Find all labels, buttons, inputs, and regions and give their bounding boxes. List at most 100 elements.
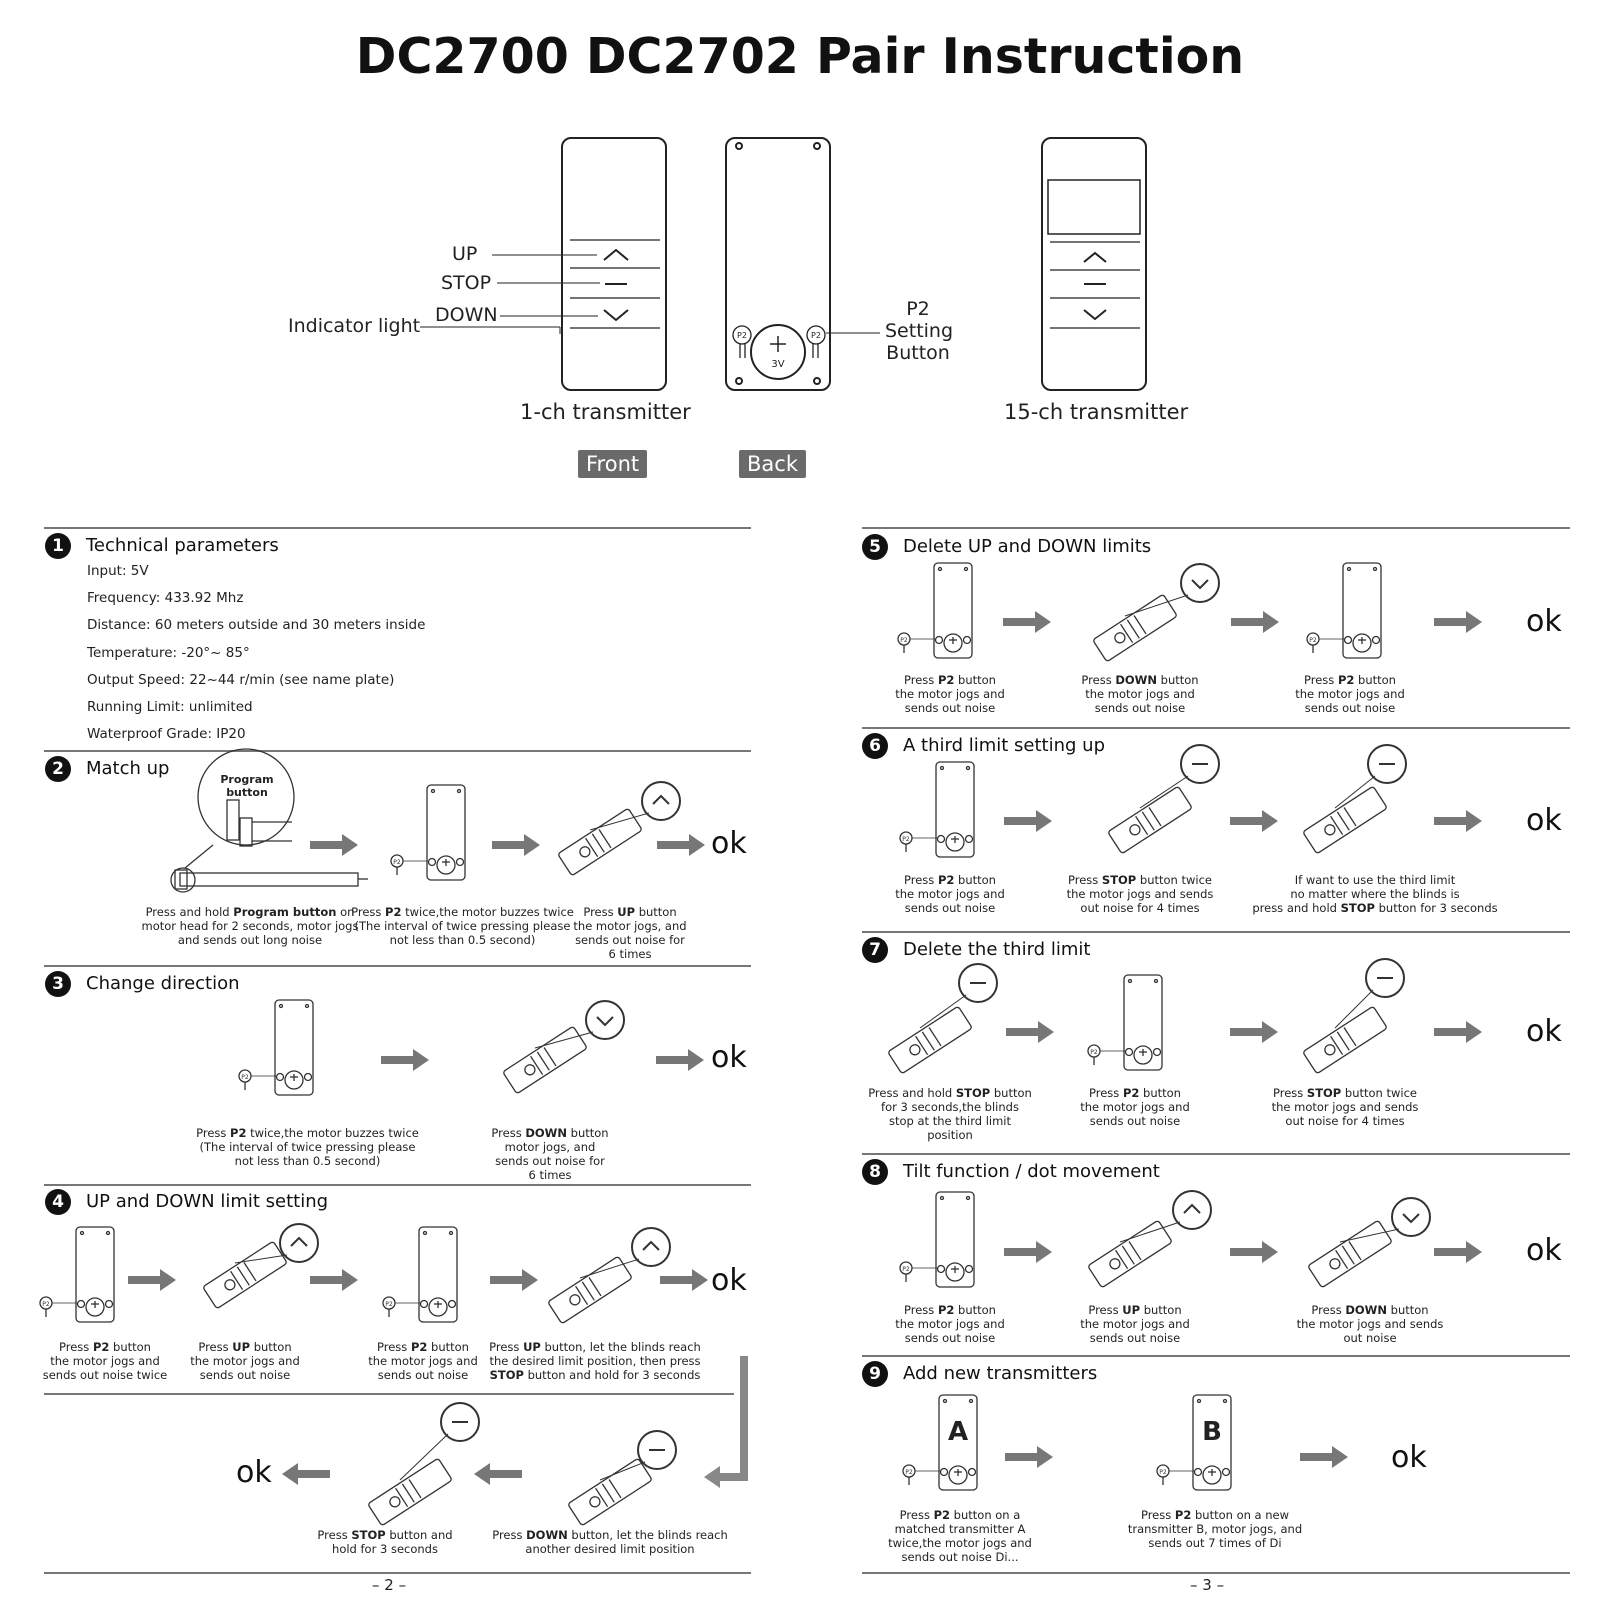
remote-hand-icon	[1088, 1190, 1212, 1288]
divider	[44, 1184, 751, 1186]
ok-label: ok	[1526, 604, 1562, 639]
p2-chip-right: P2	[811, 331, 821, 340]
arrow-right-icon	[1231, 611, 1279, 633]
p2-chip-label: P2	[241, 1074, 249, 1081]
one-ch-label: 1-ch transmitter	[520, 400, 691, 424]
step-caption: Press P2 button the motor jogs and sends…	[42, 1340, 168, 1382]
arrow-right-icon	[128, 1269, 176, 1291]
section-title: Delete UP and DOWN limits	[903, 536, 1152, 557]
step-caption: Press STOP button twice the motor jogs a…	[1271, 1086, 1419, 1128]
step-caption: Press UP button the motor jogs and sends…	[190, 1340, 300, 1382]
p2-chip-label: P2	[385, 1301, 393, 1308]
transmitter-a-letter: A	[947, 1417, 969, 1447]
section-title: Tilt function / dot movement	[903, 1161, 1160, 1182]
arrow-right-icon	[490, 1269, 538, 1291]
p2-chip-label: P2	[1159, 1469, 1167, 1476]
step-number: 8	[862, 1159, 888, 1185]
p2-chip-label: P2	[393, 859, 401, 866]
return-arrow-icon	[704, 1356, 748, 1488]
arrow-right-icon	[310, 1269, 358, 1291]
arrow-right-icon	[1003, 611, 1051, 633]
transmitter-diagram: 3V P2 P2	[420, 137, 1147, 391]
remote-back-icon: P2	[382, 1226, 458, 1323]
section-title: Change direction	[86, 973, 240, 994]
arrow-right-icon	[1004, 810, 1052, 832]
page-number-right: – 3 –	[1190, 1576, 1225, 1594]
step-number: 9	[862, 1361, 888, 1387]
arrow-right-icon	[1005, 1446, 1053, 1468]
remote-back-icon: P2	[899, 1191, 975, 1288]
step-caption: Press P2 twice,the motor buzzes twice (T…	[351, 905, 574, 947]
front-tag: Front	[578, 450, 648, 478]
arrow-right-icon	[492, 834, 540, 856]
arrow-right-icon	[1230, 1021, 1278, 1043]
remote-hand-icon	[368, 1402, 480, 1526]
arrow-right-icon	[1434, 810, 1482, 832]
step-caption: Press P2 twice,the motor buzzes twice (T…	[196, 1126, 419, 1168]
step-caption: Press DOWN button the motor jogs and sen…	[1081, 673, 1199, 715]
step-number: 7	[862, 937, 888, 963]
step-caption: Press DOWN button motor jogs, and sends …	[491, 1126, 609, 1182]
step-number: 1	[45, 533, 71, 559]
step-caption: Press P2 button the motor jogs and sends…	[368, 1340, 478, 1382]
arrow-right-icon	[660, 1269, 708, 1291]
step-caption: Press STOP button twice the motor jogs a…	[1066, 873, 1214, 915]
page-title: DC2700 DC2702 Pair Instruction	[355, 28, 1245, 85]
parameter-row: Frequency: 433.92 Mhz	[87, 590, 244, 607]
parameter-row: Waterproof Grade: IP20	[87, 726, 246, 743]
divider	[44, 1572, 751, 1574]
step-number: 4	[45, 1189, 71, 1215]
divider	[44, 965, 751, 967]
section-title: Technical parameters	[86, 535, 279, 556]
arrow-right-icon	[1006, 1021, 1054, 1043]
stop-label: STOP	[441, 272, 492, 294]
ok-label: ok	[1526, 803, 1562, 838]
arrow-right-icon	[1230, 1241, 1278, 1263]
divider	[862, 1572, 1570, 1574]
parameter-row: Distance: 60 meters outside and 30 meter…	[87, 617, 426, 634]
step-number: 6	[862, 733, 888, 759]
arrow-left-icon	[282, 1463, 330, 1485]
p2-chip-label: P2	[900, 637, 908, 644]
step-number: 3	[45, 971, 71, 997]
remote-back-icon: P2	[390, 784, 466, 881]
up-label: UP	[452, 243, 478, 265]
p2-chip-label: P2	[42, 1301, 50, 1308]
step-caption: Press STOP button and hold for 3 seconds	[317, 1528, 453, 1556]
p2-chip-label: P2	[1309, 637, 1317, 644]
ok-label: ok	[711, 826, 747, 861]
section-title: A third limit setting up	[903, 735, 1106, 756]
remote-hand-icon	[1308, 1197, 1431, 1288]
page-number-left: – 2 –	[372, 1576, 407, 1594]
step-caption: Press P2 button on a matched transmitter…	[888, 1508, 1032, 1564]
parameter-row: Temperature: -20°~ 85°	[87, 644, 250, 661]
step-caption: Press P2 button the motor jogs and sends…	[1295, 673, 1405, 715]
remote-a-icon: P2	[902, 1394, 978, 1491]
arrow-right-icon	[1300, 1446, 1348, 1468]
divider	[862, 527, 1570, 529]
remote-back-icon: P2	[39, 1226, 115, 1323]
section-title: Add new transmitters	[903, 1363, 1098, 1384]
arrow-left-icon	[474, 1463, 522, 1485]
parameter-row: Output Speed: 22~44 r/min (see name plat…	[87, 671, 395, 688]
remote-back-icon: P2	[1087, 974, 1163, 1071]
step-caption: Press DOWN button, let the blinds reach …	[492, 1528, 728, 1556]
divider	[862, 1355, 1570, 1357]
divider	[44, 527, 751, 529]
remote-hand-icon	[1303, 744, 1407, 854]
p2-chip-label: P2	[905, 1469, 913, 1476]
arrow-right-icon	[657, 834, 705, 856]
divider	[862, 727, 1570, 729]
ok-label: ok	[236, 1455, 272, 1490]
fifteen-ch-label: 15-ch transmitter	[1004, 400, 1189, 424]
remote-back-icon: P2	[238, 999, 314, 1096]
remote-hand-icon	[1093, 563, 1220, 662]
step-caption: Press P2 button the motor jogs and sends…	[1080, 1086, 1190, 1128]
remote-hand-icon	[203, 1223, 319, 1309]
remote-back-icon: P2	[899, 761, 975, 858]
parameter-row: Input: 5V	[87, 563, 149, 579]
divider	[862, 1153, 1570, 1155]
remote-hand-icon	[558, 781, 681, 876]
